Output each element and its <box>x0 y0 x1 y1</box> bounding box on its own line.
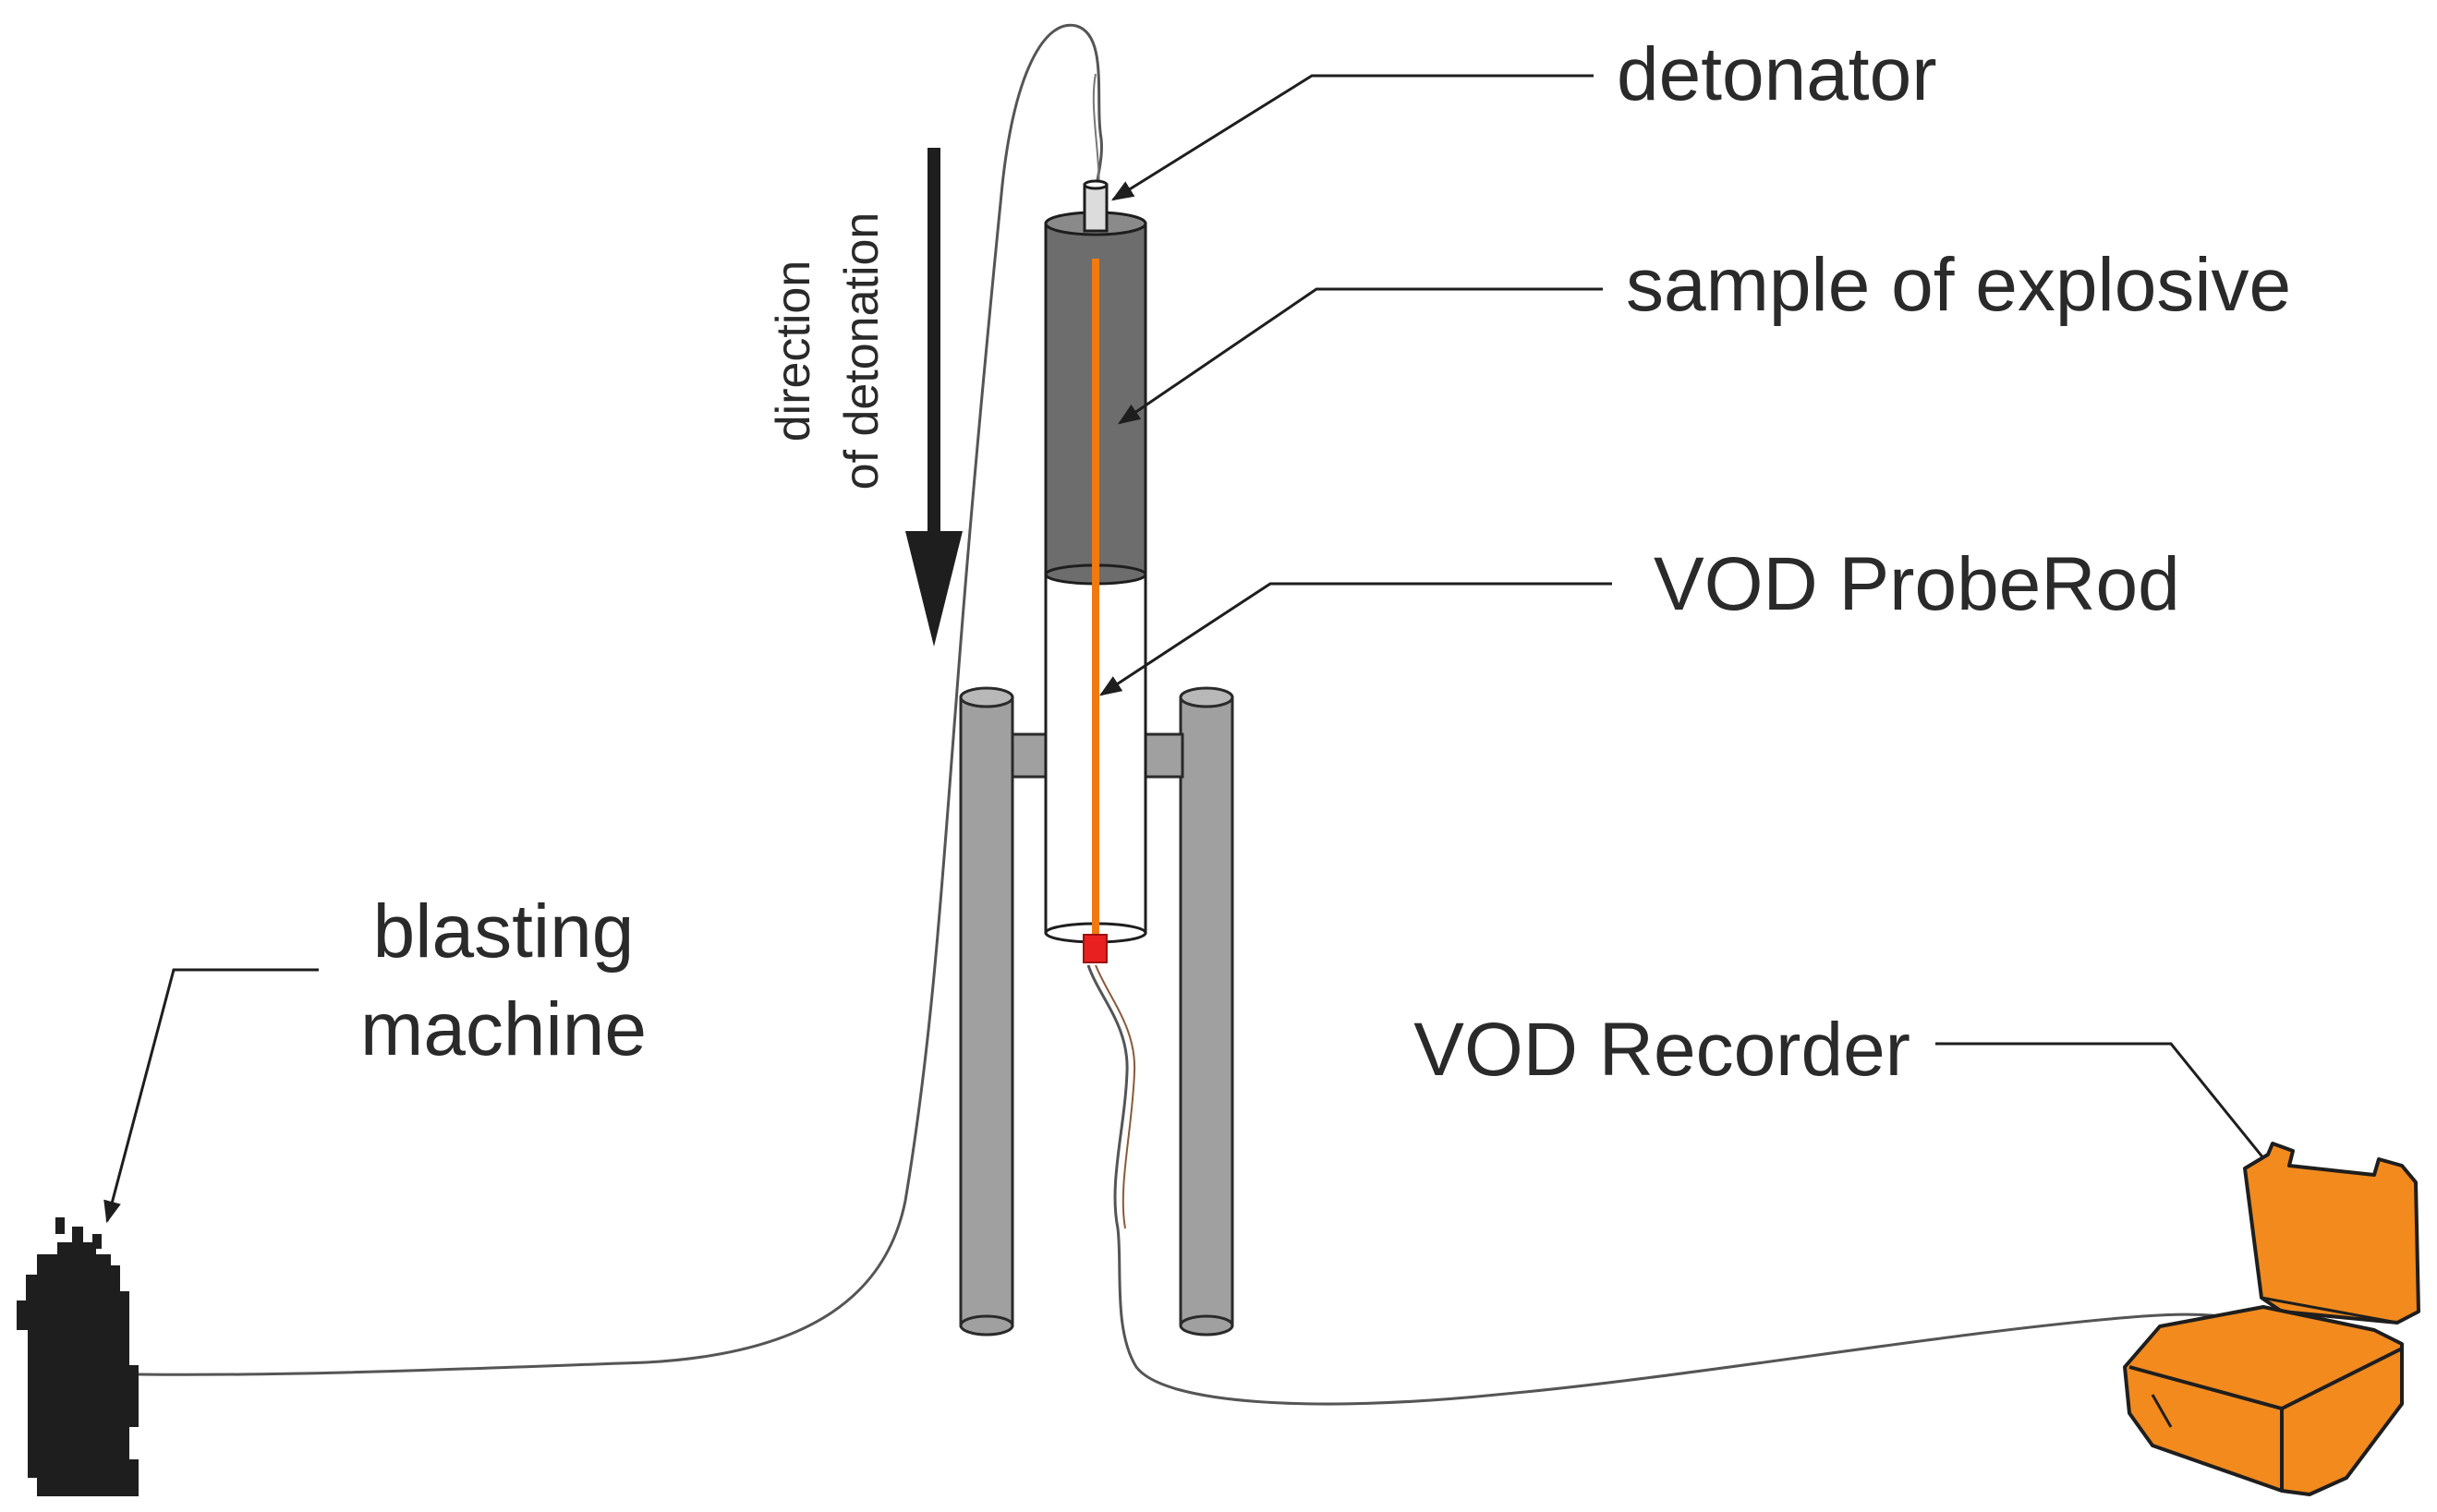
recorder-label: VOD Recorder <box>1413 1008 1910 1092</box>
blasting-machine-label-line2: machine <box>360 987 647 1071</box>
blasting-machine-label-line1: blasting <box>373 889 635 974</box>
stand-left-leg <box>959 696 1014 1327</box>
detonator-label: detonator <box>1617 32 1937 116</box>
probe-rod-label: VOD ProbeRod <box>1654 542 2180 626</box>
recorder-lid <box>2243 1142 2420 1325</box>
stand-crossbar-right <box>1144 732 1184 779</box>
test-stand <box>959 686 1234 1337</box>
detonator-leader <box>1110 74 1594 201</box>
blasting-machine <box>17 1217 139 1496</box>
direction-label-line2: of detonation <box>835 212 889 490</box>
direction-label-line1: direction <box>767 260 820 442</box>
stand-crossbar-left <box>1011 732 1051 779</box>
probe-rod-leader <box>1098 582 1612 696</box>
sample-label: sample of explosive <box>1626 243 2291 327</box>
probe-tip <box>1083 934 1108 963</box>
explosive-tube <box>1044 211 1147 963</box>
vod-recorder <box>2123 1142 2420 1496</box>
blasting-machine-leader <box>103 968 319 1224</box>
stand-right-leg-top <box>1179 686 1234 708</box>
probe-rod <box>1092 259 1099 942</box>
signal-cable <box>1086 964 2237 1406</box>
stand-left-leg-top <box>959 686 1014 708</box>
direction-arrow <box>905 148 963 647</box>
recorder-base <box>2123 1305 2404 1496</box>
firing-wire <box>138 23 1103 1376</box>
detonator <box>1083 179 1109 233</box>
sample-leader <box>1118 287 1603 425</box>
stand-right-leg <box>1179 696 1234 1327</box>
